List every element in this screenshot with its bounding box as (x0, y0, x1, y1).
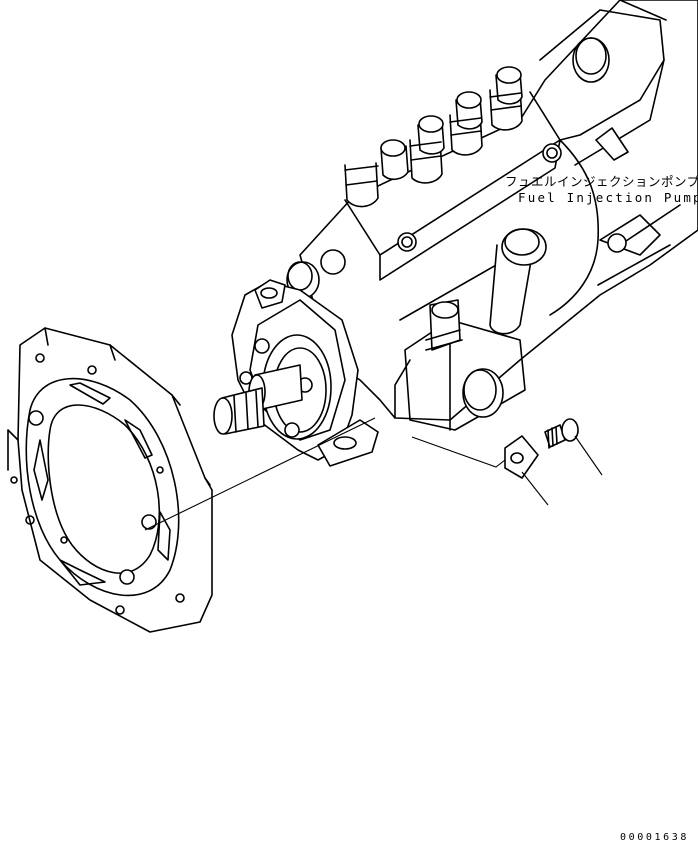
callout-label-japanese: フュエルインジェクションポンプ (505, 174, 698, 189)
delivery-valve-holder (409, 115, 445, 184)
delivery-valve-holder (344, 139, 409, 208)
drawing-number: 00001638 (620, 832, 689, 843)
delivery-valve-holder (449, 91, 483, 156)
gear-housing-flange (7, 327, 213, 633)
mounting-bolt (544, 418, 579, 449)
lock-washer (504, 435, 539, 479)
pump-drive-shaft (213, 364, 303, 435)
delivery-valve-holders (344, 66, 523, 208)
callout-label-english: Fuel Injection Pump (518, 190, 698, 205)
delivery-valve-holder (489, 66, 523, 131)
fuel-injection-pump (286, 0, 698, 431)
leader-lines (144, 417, 603, 531)
